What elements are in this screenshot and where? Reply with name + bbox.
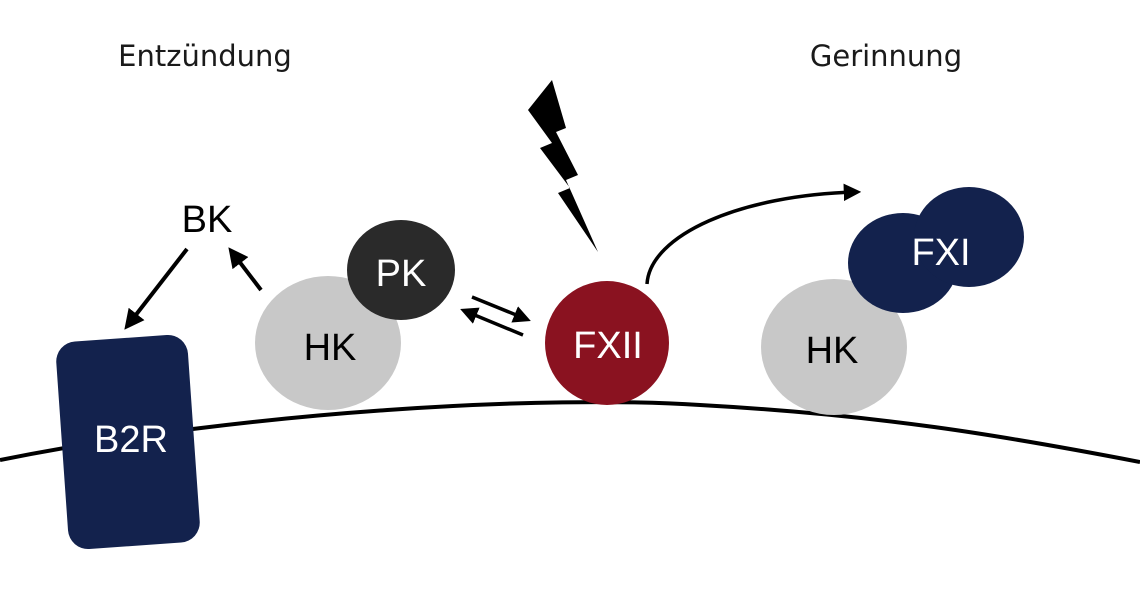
equilibrium-arrow-reverse <box>460 307 524 337</box>
hk-pk-complex: HK PK <box>255 220 455 410</box>
arrow-pk-to-bk <box>228 247 263 292</box>
fxi-label: FXI <box>911 232 970 274</box>
bk-label: BK <box>182 199 233 241</box>
hk-left-node <box>255 276 401 410</box>
arrow-fxii-activates-fxi <box>645 183 862 285</box>
b2r-receptor: B2R <box>56 334 200 550</box>
section-title-coagulation: Gerinnung <box>810 39 962 73</box>
hk-right-node <box>761 279 907 415</box>
lightning-bolt-icon <box>528 80 598 252</box>
fxii-label: FXII <box>573 325 643 367</box>
section-title-inflammation: Entzündung <box>118 39 292 73</box>
equilibrium-arrow-forward <box>471 295 531 323</box>
pk-node <box>347 220 455 320</box>
hk-left-label: HK <box>304 327 357 369</box>
fxi-node-b <box>914 187 1024 287</box>
hk-fxi-complex: HK FXI <box>761 187 1024 415</box>
cell-membrane <box>0 400 1140 464</box>
b2r-label: B2R <box>94 419 168 461</box>
fxii-node: FXII <box>545 281 669 405</box>
arrow-bk-to-b2r <box>124 247 189 330</box>
hk-right-label: HK <box>806 330 859 372</box>
pk-label: PK <box>376 253 427 295</box>
